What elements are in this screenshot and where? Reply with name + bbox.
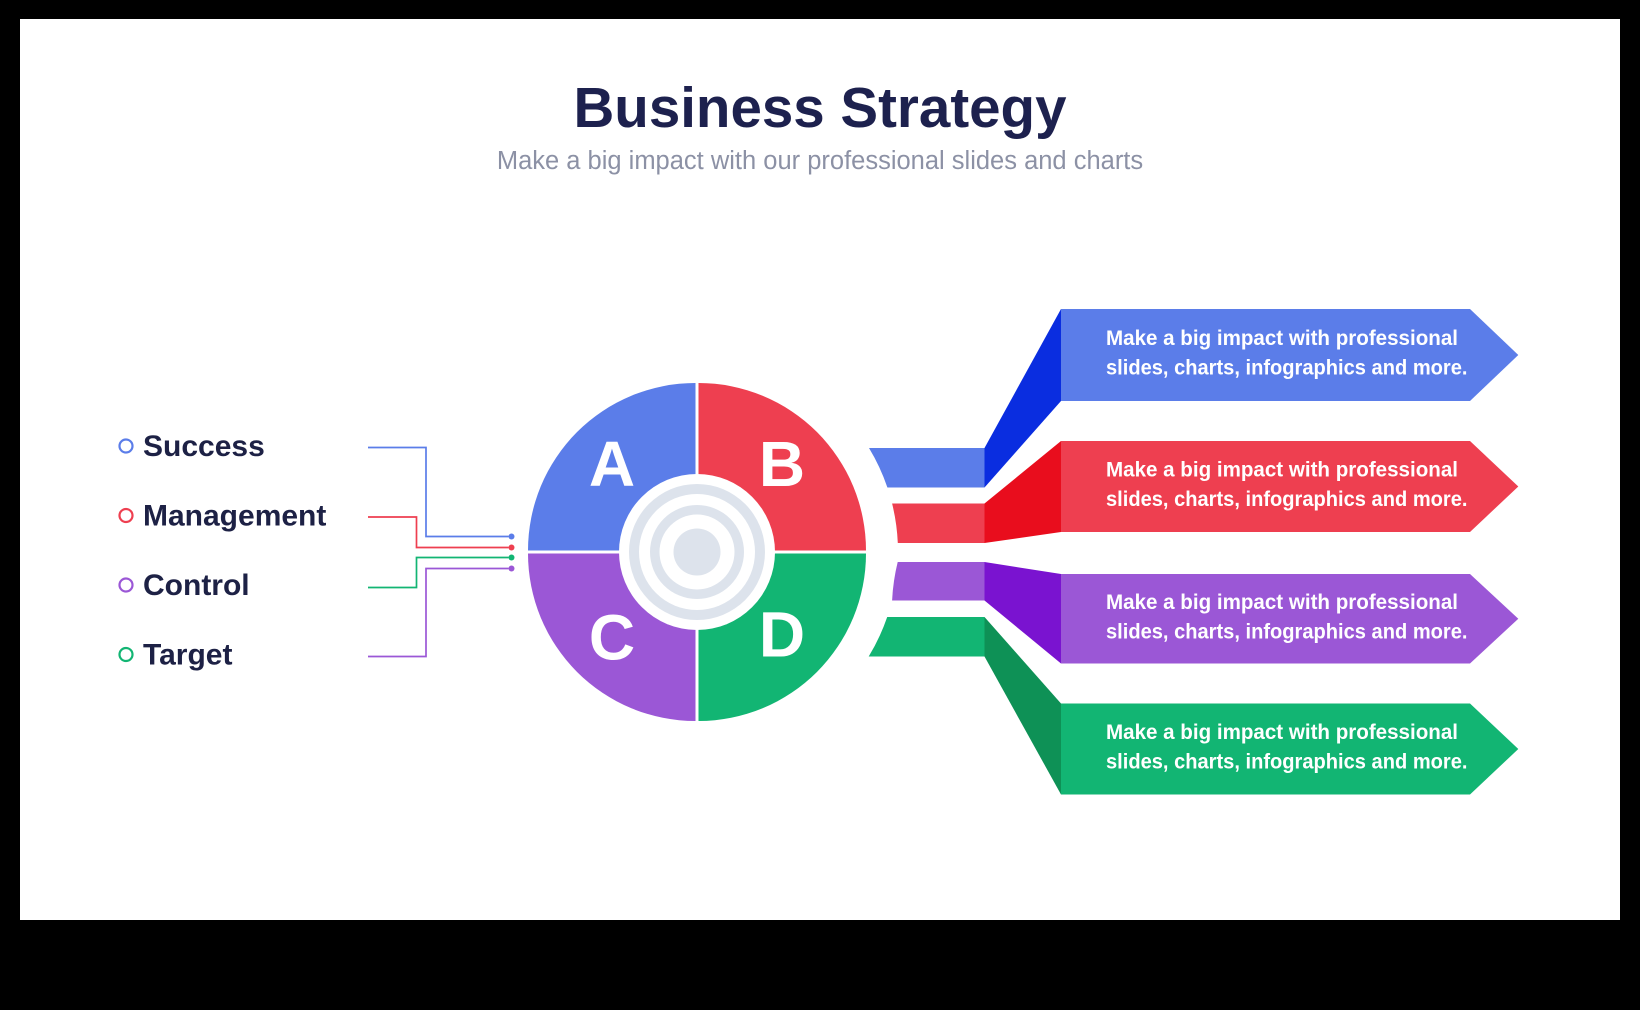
svg-text:Make a big impact with profess: Make a big impact with professional xyxy=(1106,459,1458,482)
svg-text:Make a big impact with profess: Make a big impact with professional xyxy=(1106,591,1458,614)
svg-text:slides, charts, infographics a: slides, charts, infographics and more. xyxy=(1106,357,1468,380)
svg-text:Control: Control xyxy=(143,569,250,602)
svg-text:Success: Success xyxy=(143,430,265,463)
svg-text:A: A xyxy=(589,428,635,500)
svg-text:Make a big impact with our pro: Make a big impact with our professional … xyxy=(497,147,1143,175)
svg-text:Target: Target xyxy=(143,639,232,672)
svg-text:slides, charts, infographics a: slides, charts, infographics and more. xyxy=(1106,751,1468,774)
svg-text:Make a big impact with profess: Make a big impact with professional xyxy=(1106,721,1458,744)
svg-text:slides, charts, infographics a: slides, charts, infographics and more. xyxy=(1106,620,1468,643)
svg-text:Make a big impact with profess: Make a big impact with professional xyxy=(1106,327,1458,350)
svg-text:slides, charts, infographics a: slides, charts, infographics and more. xyxy=(1106,488,1468,511)
svg-text:C: C xyxy=(589,602,635,674)
svg-text:D: D xyxy=(759,599,805,671)
svg-text:Management: Management xyxy=(143,500,326,533)
svg-text:Business Strategy: Business Strategy xyxy=(574,76,1068,139)
svg-text:B: B xyxy=(759,428,805,500)
